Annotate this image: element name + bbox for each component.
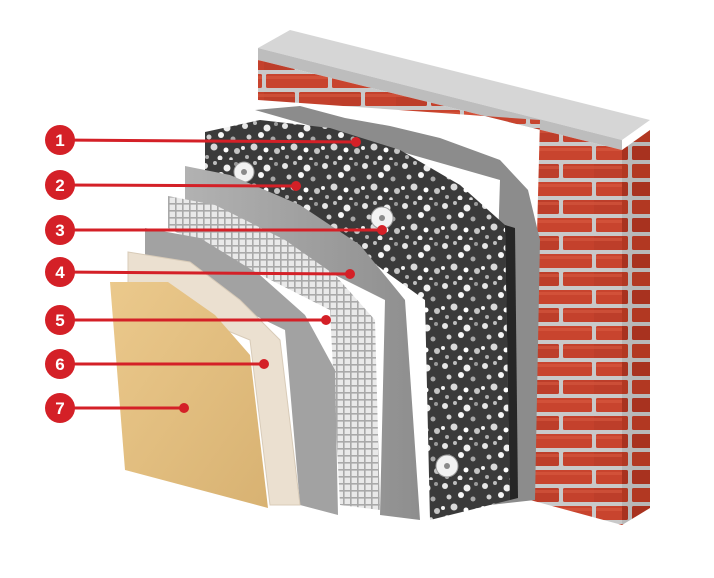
callout-dot-4 bbox=[345, 269, 355, 279]
callout-number-4: 4 bbox=[55, 263, 65, 282]
anchor-dowel-center bbox=[379, 215, 385, 221]
callout-dot-3 bbox=[377, 225, 387, 235]
callout-number-5: 5 bbox=[55, 311, 64, 330]
callout-number-6: 6 bbox=[55, 355, 64, 374]
callout-line-2 bbox=[60, 185, 296, 186]
callout-dot-6 bbox=[259, 359, 269, 369]
callout-dot-1 bbox=[351, 137, 361, 147]
callout-line-4 bbox=[60, 272, 350, 274]
callout-dot-2 bbox=[291, 181, 301, 191]
callout-line-1 bbox=[60, 140, 356, 142]
anchor-dowel-center bbox=[444, 463, 450, 469]
callout-number-7: 7 bbox=[55, 399, 64, 418]
brick-side bbox=[622, 130, 650, 525]
callout-dot-5 bbox=[321, 315, 331, 325]
callout-number-2: 2 bbox=[55, 176, 64, 195]
callout-number-1: 1 bbox=[55, 131, 64, 150]
callout-dot-7 bbox=[179, 403, 189, 413]
anchor-dowel-center bbox=[241, 169, 247, 175]
callout-badges: 1 2 3 4 5 6 7 bbox=[45, 125, 75, 423]
callout-number-3: 3 bbox=[55, 221, 64, 240]
